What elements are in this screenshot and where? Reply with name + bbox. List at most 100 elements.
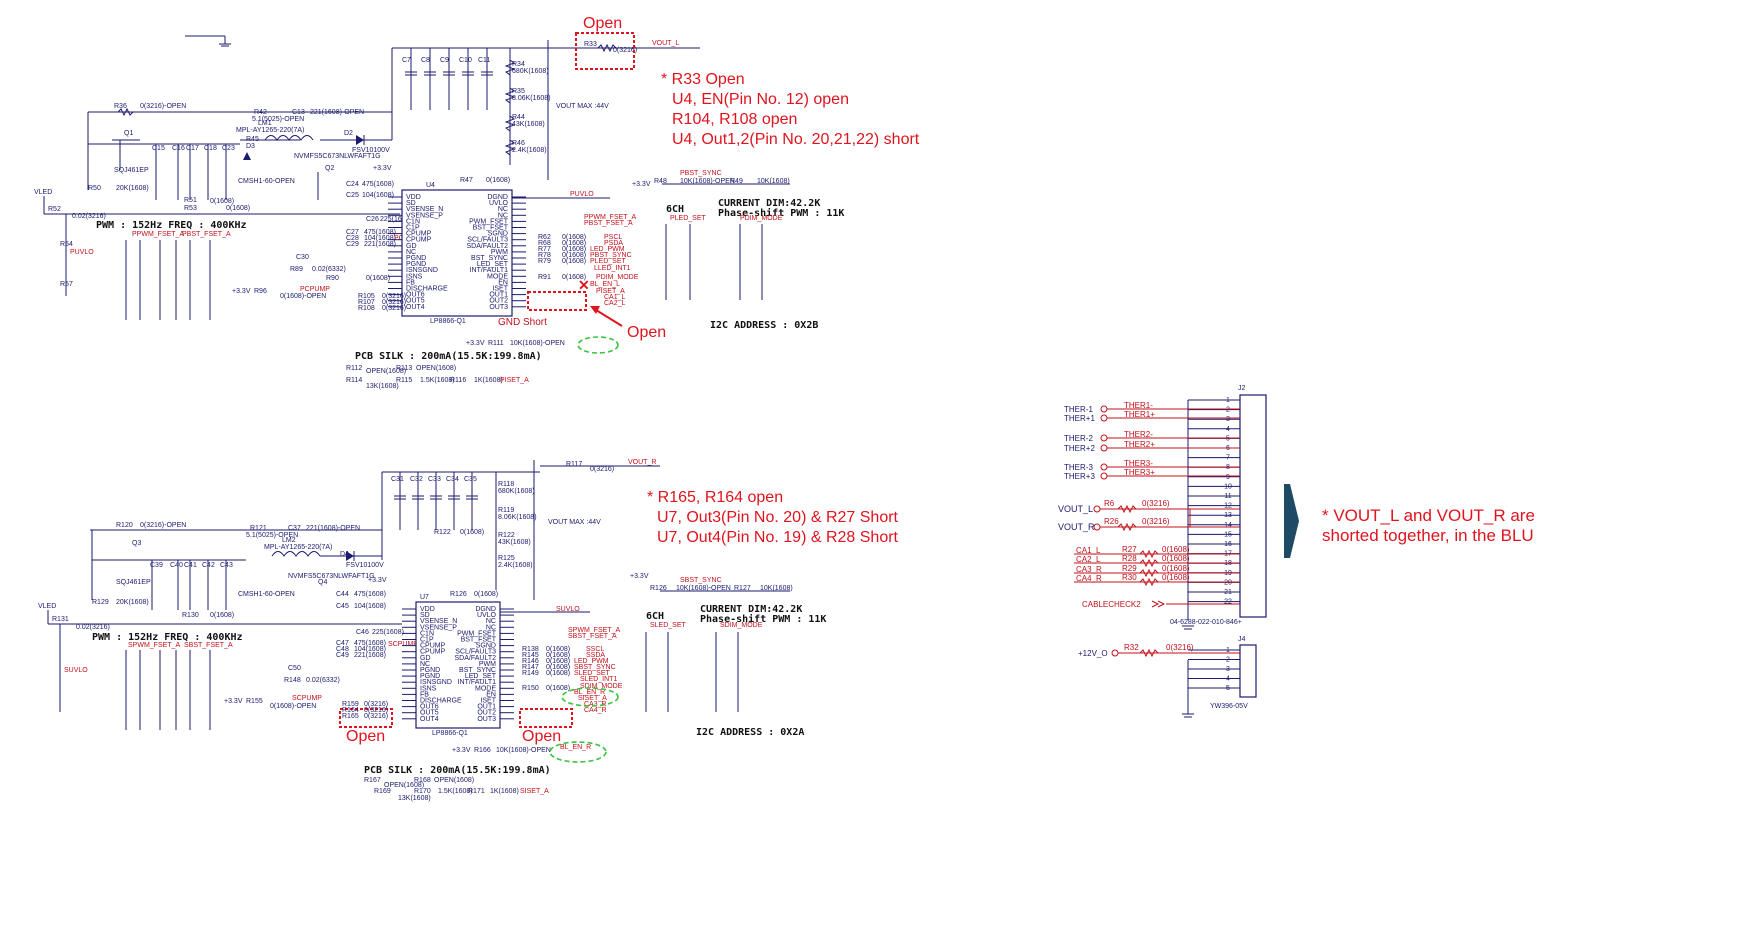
svg-text:0(1608): 0(1608): [366, 275, 390, 282]
svg-text:R57: R57: [60, 281, 73, 288]
svg-text:R138: R138: [522, 646, 539, 653]
chip-pin-right: SCL/FAULT3: [455, 649, 496, 656]
ther-label: THER+2: [1064, 444, 1095, 453]
svg-text:SUVLO: SUVLO: [556, 606, 580, 613]
svg-text:221(1608): 221(1608): [354, 652, 386, 659]
chip-pin-left: SD: [420, 612, 430, 619]
svg-text:43K(1608): 43K(1608): [512, 121, 545, 128]
ca-value: 0(1608): [1162, 573, 1190, 582]
j2-part: 04-6288-022-010-846+: [1170, 619, 1242, 626]
svg-text:R45: R45: [246, 136, 259, 143]
ther-net: THER1-: [1124, 401, 1153, 410]
svg-text:CMSH1-60-OPEN: CMSH1-60-OPEN: [238, 178, 295, 185]
svg-text:OPEN(1608): OPEN(1608): [366, 368, 406, 375]
chip-pin-left: VSENSE_P: [420, 624, 457, 631]
svg-text:+3.3V: +3.3V: [368, 577, 387, 584]
r6-ref: R6: [1104, 499, 1115, 508]
svg-text:SLED_INT1: SLED_INT1: [580, 676, 617, 683]
bottom-chip: U7 LP8866-Q1 VDDSDVSENSE_NVSENSE_PC1NC1P…: [402, 594, 514, 737]
chip-pin-left: ISNS: [420, 685, 437, 692]
svg-text:R118: R118: [498, 481, 514, 488]
svg-text:R146: R146: [522, 658, 539, 665]
svg-text:20K(1608): 20K(1608): [116, 185, 149, 192]
j2-pin-number: 12: [1224, 503, 1232, 510]
svg-text:OPEN(1608): OPEN(1608): [416, 365, 456, 372]
chip-pin-right: PWM: [479, 661, 496, 668]
r6-value: 0(3216): [1142, 499, 1170, 508]
chip-pin-left: C1N: [406, 218, 420, 225]
u4-part: LP8866-Q1: [430, 318, 466, 325]
svg-text:0.02(6332): 0.02(6332): [306, 677, 340, 684]
svg-text:+3.3V: +3.3V: [632, 181, 651, 188]
u7-part: LP8866-Q1: [432, 730, 468, 737]
j4-pin-number: 5: [1226, 685, 1230, 692]
chip-pin-right: DGND: [487, 194, 508, 201]
svg-text:R91: R91: [538, 274, 551, 281]
svg-text:C35: C35: [464, 476, 477, 483]
chip-pin-right: NC: [486, 624, 496, 631]
svg-text:R44: R44: [512, 114, 525, 121]
svg-text:OPEN(1608): OPEN(1608): [384, 782, 424, 789]
svg-text:8.06K(1608): 8.06K(1608): [512, 95, 551, 102]
svg-text:C9: C9: [440, 57, 449, 64]
svg-text:R149: R149: [522, 670, 539, 677]
chip-pin-left: OUT4: [420, 716, 439, 723]
svg-text:CA3_R: CA3_R: [584, 701, 607, 708]
svg-text:0(3216): 0(3216): [364, 713, 388, 720]
svg-text:C43: C43: [220, 562, 233, 569]
chip-pin-left: VSENSE_P: [406, 212, 443, 219]
r32-ref: R32: [1124, 643, 1139, 652]
svg-text:Q1: Q1: [124, 130, 133, 137]
svg-text:R62: R62: [538, 234, 551, 241]
svg-text:+3.3V: +3.3V: [232, 288, 251, 295]
chip-pin-right: BST_FSET: [461, 637, 497, 644]
svg-text:PBST_SYNC: PBST_SYNC: [680, 170, 722, 177]
ca-net: CA4_R: [1076, 574, 1102, 583]
chip-pin-left: CPUMP: [420, 643, 446, 650]
r33-open-label: Open: [583, 15, 622, 32]
j2-pin-number: 9: [1226, 474, 1230, 481]
svg-text:R126: R126: [450, 591, 467, 598]
svg-text:475(1608): 475(1608): [354, 640, 386, 647]
svg-text:R49: R49: [730, 178, 743, 185]
svg-text:U4, EN(Pin No. 12) open: U4, EN(Pin No. 12) open: [672, 91, 849, 108]
svg-text:✕: ✕: [578, 277, 590, 293]
ther-label: THER-3: [1064, 463, 1093, 472]
svg-text:R145: R145: [522, 652, 539, 659]
svg-text:R122: R122: [434, 529, 451, 536]
ther-net: THER2+: [1124, 440, 1155, 449]
j2-pin-number: 7: [1226, 455, 1230, 462]
svg-text:0.02(6332): 0.02(6332): [312, 266, 346, 273]
chip-pin-left: FB: [406, 279, 415, 286]
svg-text:U7, Out3(Pin No. 20) & R27 Sho: U7, Out3(Pin No. 20) & R27 Short: [657, 509, 899, 526]
svg-text:20K(1608): 20K(1608): [116, 599, 149, 606]
ca-value: 0(1608): [1162, 545, 1190, 554]
svg-text:R89: R89: [290, 266, 303, 273]
chip-pin-right: MODE: [487, 273, 508, 280]
lm2-part: MPL-AY1265-220(7A): [264, 544, 332, 551]
svg-text:221(1608)-OPEN: 221(1608)-OPEN: [310, 109, 364, 116]
svg-text:PPWM_FSET_A: PPWM_FSET_A: [584, 214, 636, 221]
svg-text:R122: R122: [498, 532, 515, 539]
svg-text:2.4K(1608): 2.4K(1608): [498, 562, 533, 569]
svg-text:R50: R50: [88, 185, 101, 192]
svg-text:0(3216): 0(3216): [382, 305, 406, 312]
svg-text:1.5K(1608): 1.5K(1608): [420, 377, 455, 384]
svg-text:U4, Out1,2(Pin No. 20,21,22) s: U4, Out1,2(Pin No. 20,21,22) short: [672, 131, 920, 148]
j2-pin-number: 16: [1224, 541, 1232, 548]
svg-text:R147: R147: [522, 664, 539, 671]
ca-value: 0(1608): [1162, 554, 1190, 563]
svg-text:R51: R51: [184, 197, 197, 204]
svg-text:SCPUMP: SCPUMP: [388, 641, 418, 648]
svg-text:221(1608): 221(1608): [364, 241, 396, 248]
svg-text:C30: C30: [296, 254, 309, 261]
j4-ref: J4: [1238, 636, 1246, 643]
svg-text:R96: R96: [254, 288, 267, 295]
svg-text:R47: R47: [460, 177, 473, 184]
chip-pin-right: UVLO: [489, 200, 509, 207]
